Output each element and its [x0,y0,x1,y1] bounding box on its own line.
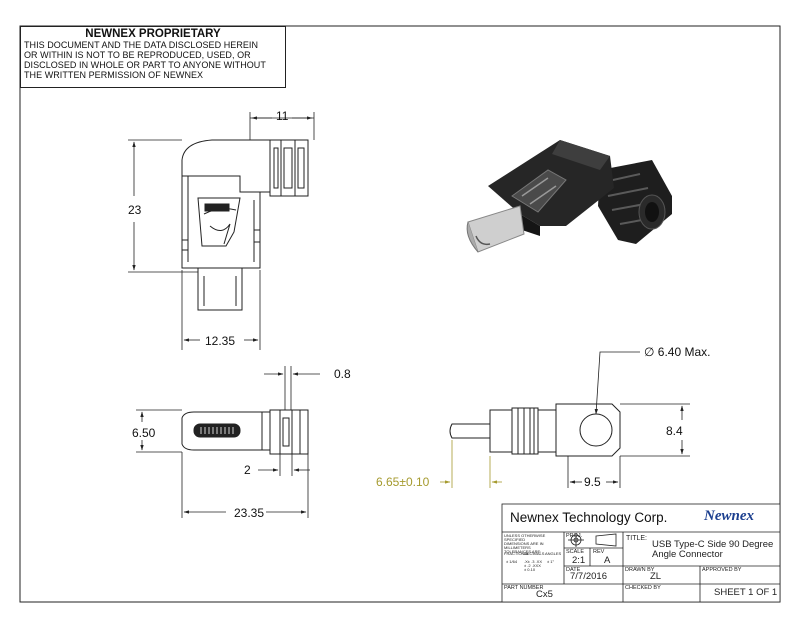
dim-height: 23 [128,203,142,217]
tolerance-note: UNLESS OTHERWISE SPECIFIED DIMENSIONS AR… [504,534,562,554]
dim-hole: ∅ 6.40 Max. [644,345,710,359]
dim-gap: 0.8 [334,367,351,381]
title-label: TITLE: [626,535,648,542]
title-block-frame [501,503,781,603]
top-view [181,409,309,455]
drawing-title-line: USB Type-C Side 90 Degree [652,539,774,550]
side-view-dimensions [567,351,690,488]
sheet-number: SHEET 1 OF 1 [714,587,778,598]
proprietary-line: THIS DOCUMENT AND THE DATA DISCLOSED HER… [24,40,259,50]
dim-top-width: 11 [276,109,289,123]
part-number-value: Cx5 [536,589,553,600]
proprietary-line: DISCLOSED IN WHOLE OR PART TO ANYONE WIT… [24,60,266,70]
proprietary-notice: NEWNEX PROPRIETARY THIS DOCUMENT AND THE… [20,26,286,88]
scale-label: SCALE [566,549,585,555]
checked-by-label: CHECKED BY [625,585,661,591]
side-view [449,403,621,457]
proprietary-line: OR WITHIN IS NOT TO BE REPRODUCED, USED,… [24,50,251,60]
dim-side-height: 8.4 [666,424,683,438]
tolerance-col-angles: ANGLES [545,551,562,556]
front-view [181,139,309,311]
front-view-dimensions [128,112,315,350]
newnex-logo: Newnex [704,508,754,524]
date-value: 7/7/2016 [570,571,607,582]
proprietary-title: NEWNEX PROPRIETARY [85,28,221,40]
proprietary-line: THE WRITTEN PERMISSION OF NEWNEX [24,70,204,80]
drawing-title: USB Type-C Side 90 Degree Angle Connecto… [652,540,773,560]
dim-plug-offset: 6.65±0.10 [376,475,430,489]
plug-offset-dimension [440,440,502,488]
proprietary-text: THIS DOCUMENT AND THE DATA DISCLOSED HER… [21,40,285,80]
scale-value: 2:1 [572,555,586,566]
dim-side-width: 9.5 [584,475,601,489]
tolerance-val-fractional: ± 1/64 [506,559,518,564]
dim-overall-length: 23.35 [234,506,264,520]
rev-label: REV [593,549,605,555]
proj-label: PROJ. [566,533,583,539]
date-label: DATE [566,567,581,573]
tolerance-note-line: UNLESS OTHERWISE SPECIFIED [504,533,546,542]
tolerance-val-decimals: .X± .3 .XX ± .2 .XXX ± 0.10 [524,559,542,572]
dim-rib: 2 [244,463,251,477]
rev-value: A [604,555,611,566]
tolerance-col-decimals: DECIMALS [524,551,545,556]
sheet-border [19,25,781,603]
tolerance-note-line: DIMENSIONS ARE IN MILLIMETERS [504,541,544,550]
drawn-by-label: DRAWN BY [625,567,655,573]
drawing-title-line: Angle Connector [652,549,723,560]
drawn-by-value: ZL [650,571,662,582]
top-view-dimensions [136,366,320,518]
dim-thickness: 6.50 [132,426,156,440]
isometric-view [466,140,672,253]
part-number-label: PART NUMBER [504,585,544,591]
tolerance-note-line: TOLERANCES ARE: [504,549,542,554]
tolerance-val-angles: ± 1° [547,559,555,564]
approved-by-label: APPROVED BY [702,567,742,573]
company-name: Newnex Technology Corp. [510,510,668,525]
dim-body-width: 12.35 [205,334,235,348]
tolerance-col-fractional: FRACTIONAL [504,551,530,556]
